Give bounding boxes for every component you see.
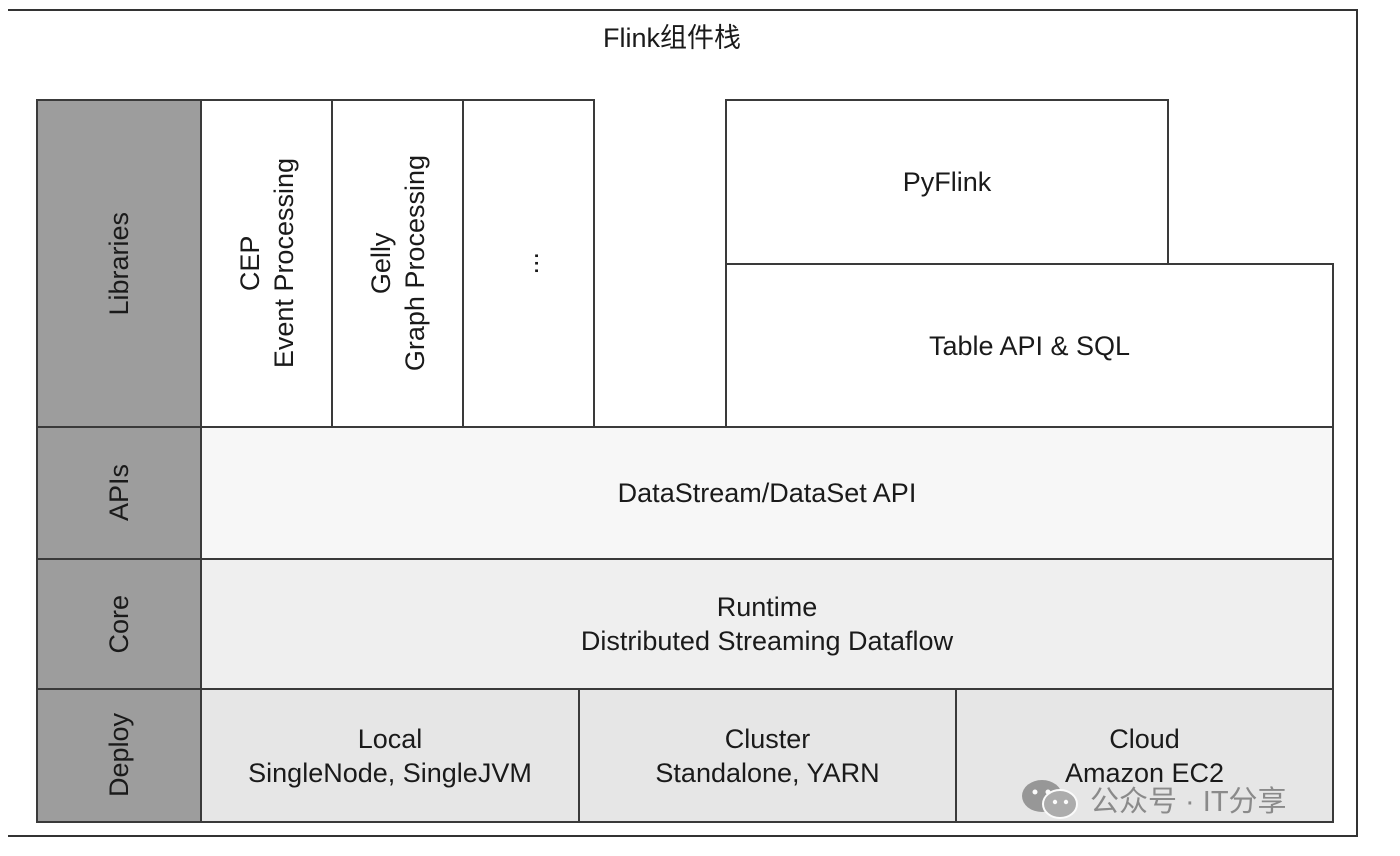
wechat-icon bbox=[1022, 780, 1078, 819]
watermark: 公众号 · IT分享 bbox=[1018, 776, 1287, 822]
library-gelly-name: Gelly bbox=[365, 232, 396, 295]
deploy-cluster-text: Cluster Standalone, YARN bbox=[655, 722, 879, 790]
core-runtime-desc: Distributed Streaming Dataflow bbox=[580, 626, 954, 656]
library-gelly: Gelly Graph Processing bbox=[331, 99, 464, 428]
layer-apis: APIs bbox=[36, 426, 202, 560]
diagram-title: Flink组件栈 bbox=[602, 23, 741, 53]
library-gelly-text: Gelly Graph Processing bbox=[364, 155, 432, 371]
deploy-local: Local SingleNode, SingleJVM bbox=[200, 688, 580, 823]
library-table-sql-label: Table API & SQL bbox=[928, 330, 1131, 361]
deploy-cluster-title: Cluster bbox=[724, 723, 811, 754]
layer-libraries: Libraries bbox=[36, 99, 202, 428]
api-datastream-dataset: DataStream/DataSet API bbox=[200, 426, 1334, 560]
deploy-local-title: Local bbox=[357, 723, 423, 754]
layer-core-label: Core bbox=[104, 594, 134, 654]
diagram-frame bbox=[8, 9, 1358, 837]
deploy-cloud-title: Cloud bbox=[1109, 723, 1180, 754]
library-cep: CEP Event Processing bbox=[200, 99, 333, 428]
library-gelly-desc: Graph Processing bbox=[399, 155, 430, 372]
watermark-text: 公众号 · IT分享 bbox=[1090, 786, 1287, 818]
layer-deploy-label: Deploy bbox=[104, 713, 134, 798]
library-more: ... bbox=[462, 99, 595, 428]
core-runtime-title: Runtime bbox=[716, 592, 818, 622]
layer-libraries-label: Libraries bbox=[104, 211, 134, 316]
layer-core: Core bbox=[36, 558, 202, 690]
deploy-cloud: Cloud Amazon EC2 bbox=[955, 688, 1334, 823]
deploy-local-text: Local SingleNode, SingleJVM bbox=[248, 722, 532, 790]
library-table-sql: Table API & SQL bbox=[725, 263, 1334, 428]
library-pyflink-label: PyFlink bbox=[902, 167, 992, 197]
layer-deploy: Deploy bbox=[36, 688, 202, 823]
library-cep-text: CEP Event Processing bbox=[233, 158, 301, 368]
core-runtime: Runtime Distributed Streaming Dataflow bbox=[200, 558, 1334, 690]
core-text: Runtime Distributed Streaming Dataflow bbox=[581, 590, 953, 658]
library-more-text: ... bbox=[513, 252, 544, 275]
deploy-cluster: Cluster Standalone, YARN bbox=[578, 688, 957, 823]
deploy-local-desc: SingleNode, SingleJVM bbox=[248, 757, 532, 788]
deploy-cloud-desc: Amazon EC2 bbox=[1064, 757, 1225, 788]
deploy-cluster-desc: Standalone, YARN bbox=[655, 757, 880, 788]
layer-apis-label: APIs bbox=[104, 464, 134, 522]
api-label: DataStream/DataSet API bbox=[617, 478, 917, 508]
deploy-cloud-text: Cloud Amazon EC2 bbox=[1065, 722, 1224, 790]
library-cep-name: CEP bbox=[234, 235, 265, 292]
library-cep-desc: Event Processing bbox=[268, 158, 299, 369]
library-pyflink: PyFlink bbox=[725, 99, 1169, 265]
